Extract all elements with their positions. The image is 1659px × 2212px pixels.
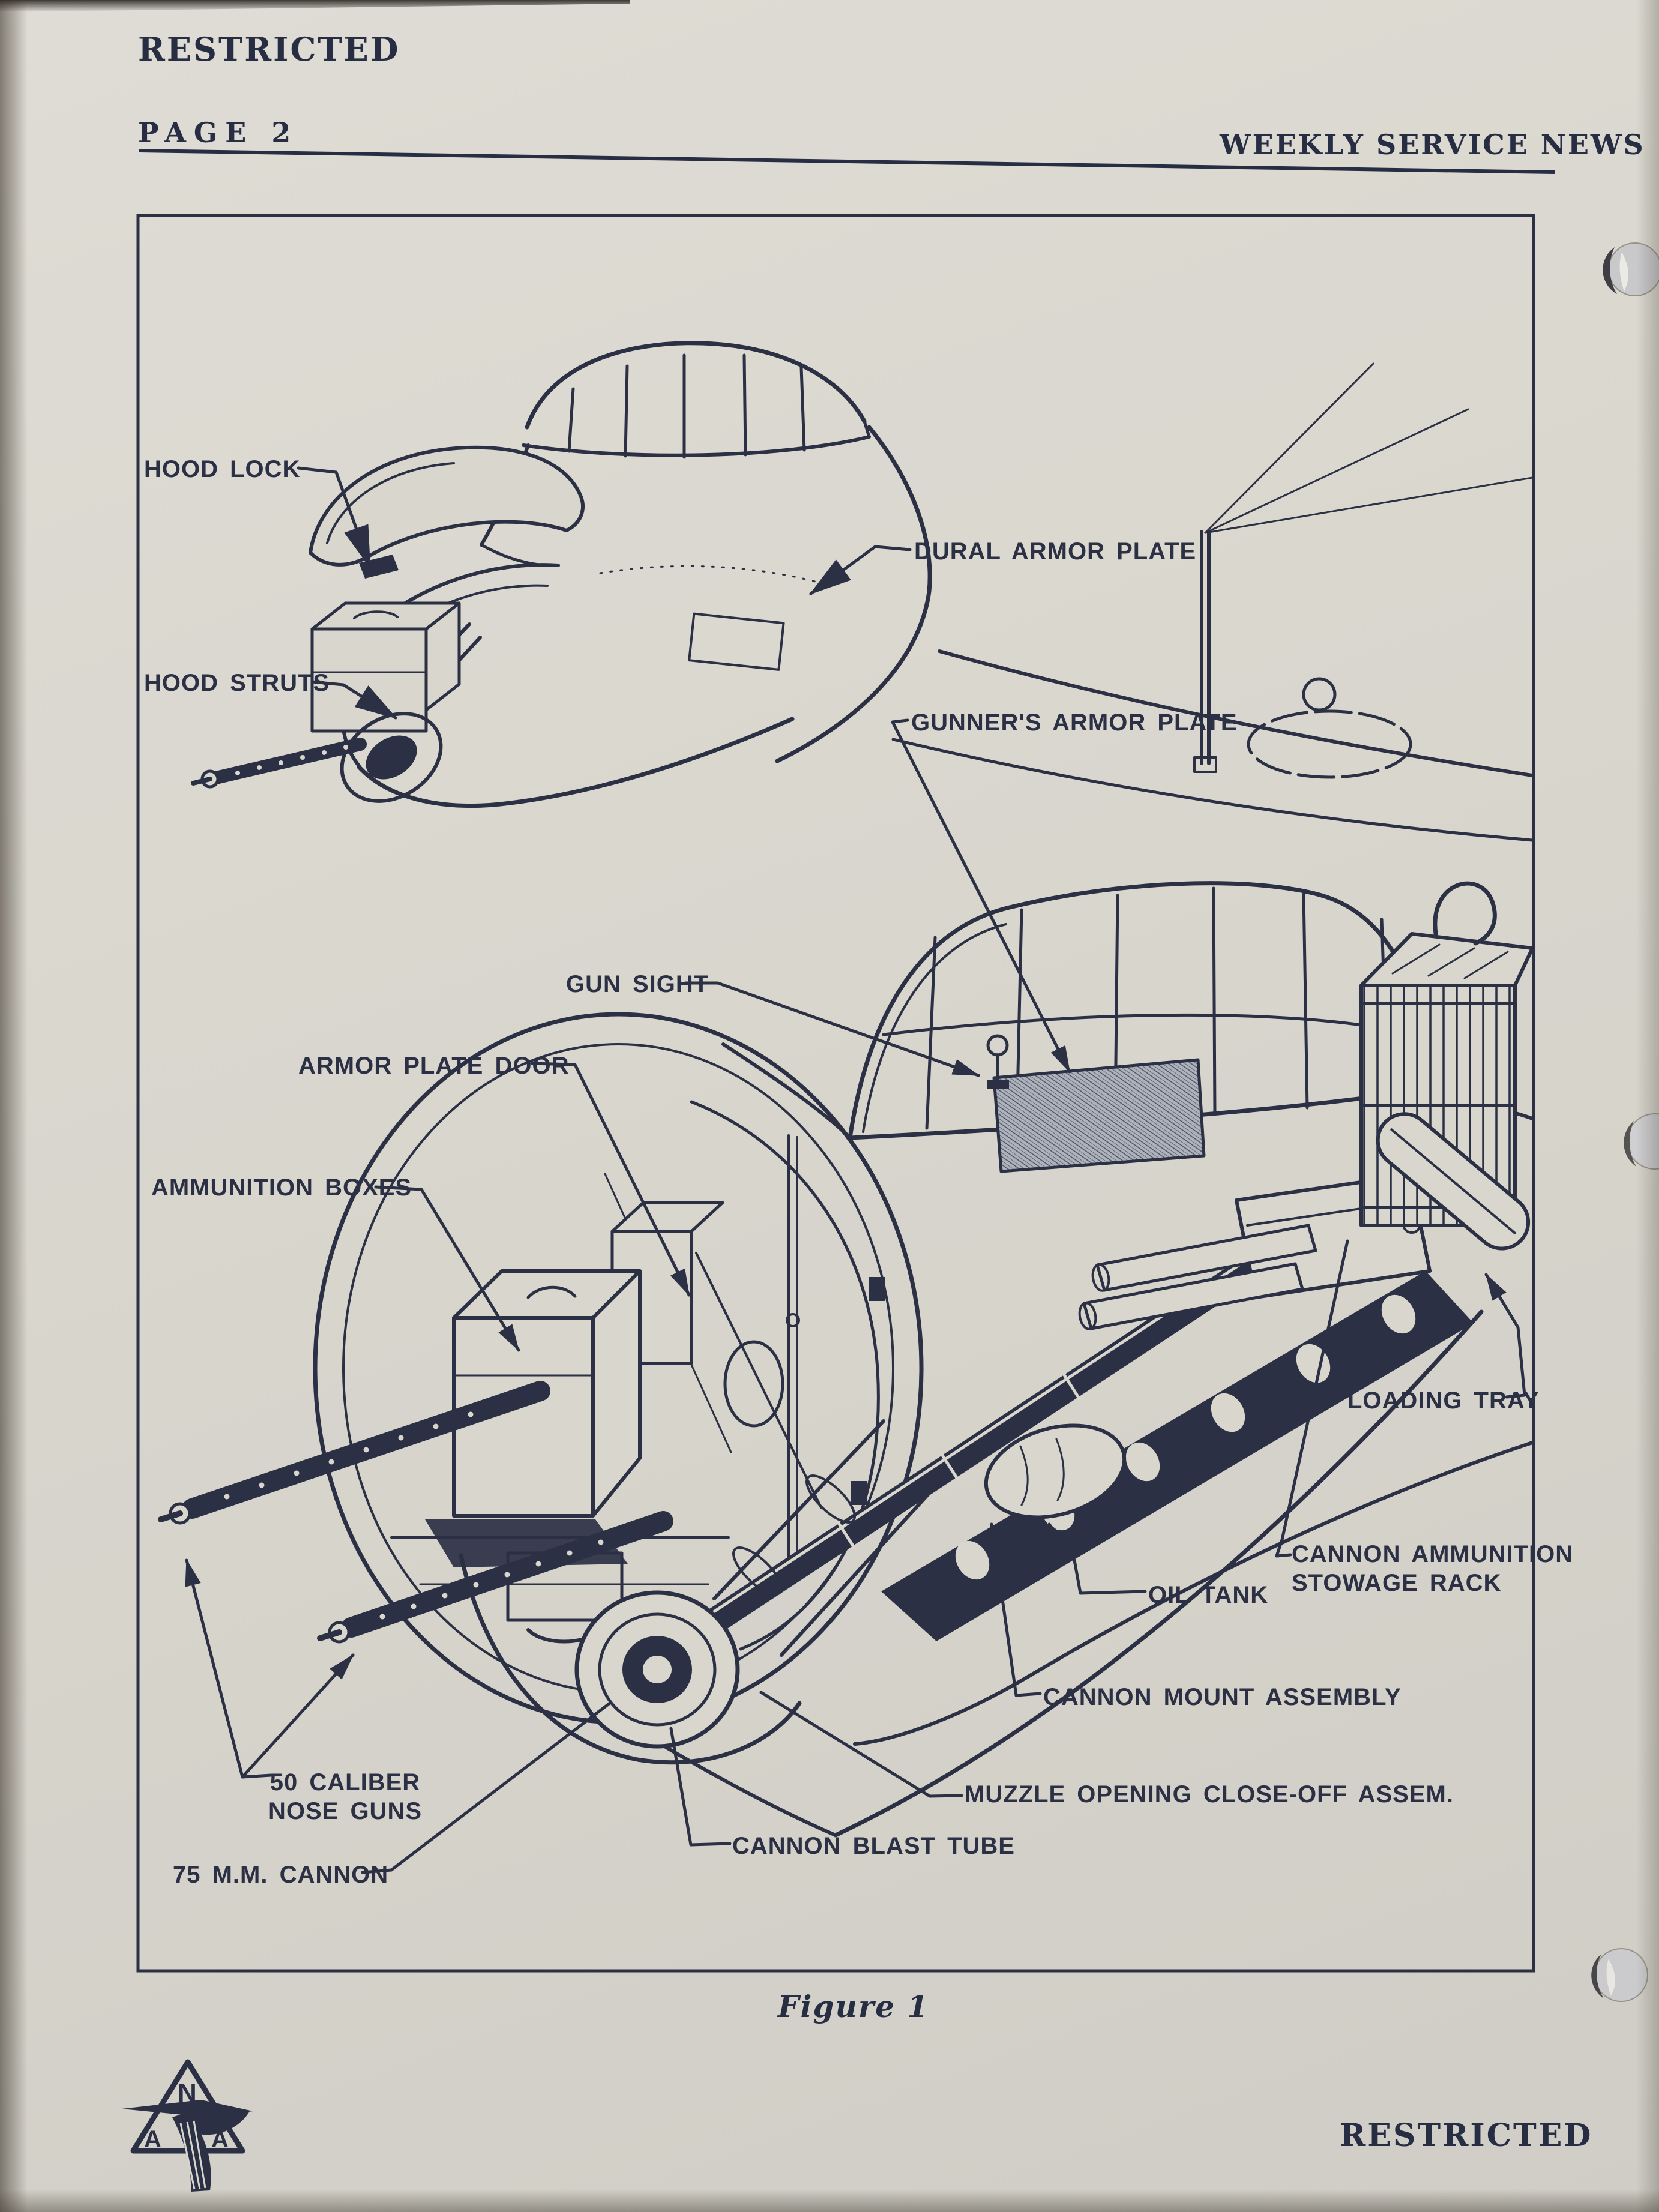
gun-sight-part: [986, 1034, 1009, 1089]
label-loading-tray: LOADING TRAY: [1347, 1387, 1540, 1414]
label-gun-sight: GUN SIGHT: [566, 971, 709, 997]
page-number: PAGE 2: [138, 116, 299, 149]
open-hood: [309, 445, 585, 567]
cannon-blast-tube-part: [574, 1419, 945, 1749]
figure-caption: Figure 1: [778, 1989, 930, 2024]
logo-letter-a-right: A: [211, 2126, 229, 2153]
punch-hole: [1591, 1948, 1648, 2002]
label-dural-armor-plate: DURAL ARMOR PLATE: [914, 538, 1197, 565]
punch-hole: [1603, 242, 1659, 296]
label-gunners-armor-plate: GUNNER'S ARMOR PLATE: [911, 709, 1238, 736]
masthead-title: WEEKLY SERVICE NEWS: [1220, 128, 1645, 161]
logo-letter-n: N: [178, 2078, 197, 2108]
antenna-mast: [1193, 362, 1532, 773]
door-window: [723, 1340, 784, 1428]
ammunition-boxes-part: [425, 1201, 724, 1567]
armor-plate-door-part: [690, 1100, 880, 1651]
inset-nose-open-hood-drawing: [191, 341, 932, 808]
scan-edge-shadow-left: [0, 0, 28, 2212]
gunners-canopy: [848, 881, 1431, 1173]
punch-holes: [1591, 242, 1659, 2002]
label-cannon-blast-tube: CANNON BLAST TUBE: [732, 1833, 1015, 1859]
punch-hole: [1624, 1113, 1659, 1170]
scan-edge-shadow-bottom: [0, 2189, 1659, 2212]
classification-bottom: RESTRICTED: [1340, 2117, 1593, 2154]
classification-top: RESTRICTED: [138, 30, 400, 68]
header-rule: [139, 149, 1555, 174]
label-hood-struts: HOOD STRUTS: [144, 670, 330, 696]
fifty-caliber-nose-guns-part: [158, 1381, 673, 1644]
rear-fuselage-lines: [891, 649, 1532, 842]
label-seventy-five-mm-cannon: 75 M.M. CANNON: [173, 1862, 389, 1888]
oil-tank-part: [984, 1423, 1127, 1519]
naa-logo: N A A: [122, 2059, 253, 2192]
fuselage-hatch-small: [1302, 677, 1337, 712]
label-cannon-ammunition-stowage-rack: CANNON AMMUNITION STOWAGE RACK: [1292, 1541, 1574, 1596]
label-cannon-mount-assembly: CANNON MOUNT ASSEMBLY: [1043, 1684, 1402, 1710]
leader-lines: [185, 466, 1526, 1874]
figure-border: [136, 214, 1535, 1973]
label-hood-lock: HOOD LOCK: [144, 456, 301, 482]
logo-letter-a-left: A: [144, 2126, 161, 2153]
label-armor-plate-door: ARMOR PLATE DOOR: [298, 1053, 570, 1079]
label-muzzle-opening-close-off-assem: MUZZLE OPENING CLOSE-OFF ASSEM.: [965, 1781, 1454, 1808]
armor-bulkhead-ring: [313, 1012, 924, 1725]
loading-tray-part: [1376, 1112, 1531, 1251]
label-oil-tank: OIL TANK: [1148, 1582, 1269, 1608]
gunners-armor-plate-part: [992, 1058, 1206, 1173]
label-ammunition-boxes: AMMUNITION BOXES: [151, 1174, 412, 1201]
scan-edge-shadow-right: [1636, 0, 1659, 2212]
label-fifty-caliber-nose-guns: 50 CALIBER NOSE GUNS: [268, 1769, 423, 1824]
fuselage-hatch-oval: [1247, 709, 1412, 779]
